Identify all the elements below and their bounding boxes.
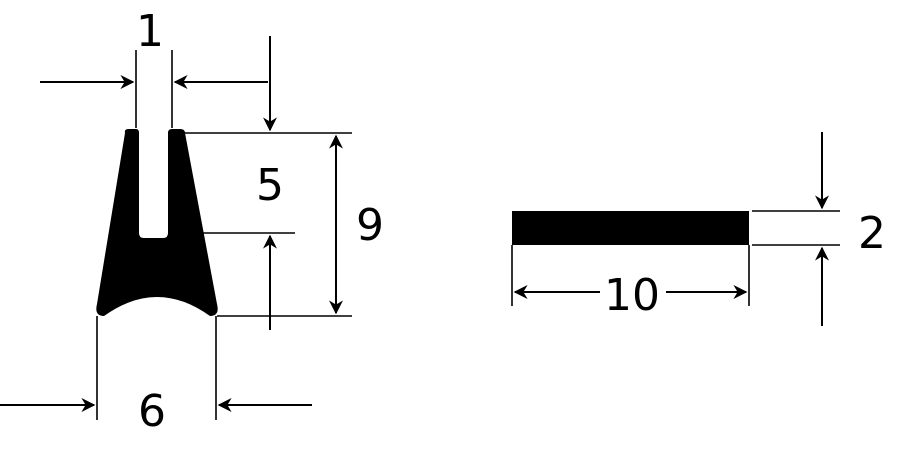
- flat-strip-shape: [512, 211, 749, 245]
- u-profile-shape: [96, 129, 218, 316]
- dim-label-slot-width: 1: [136, 6, 164, 57]
- flat-strip-view: 10 2: [511, 132, 886, 326]
- dim-label-length: 10: [604, 270, 660, 321]
- dim-label-base-width: 6: [138, 386, 166, 437]
- u-profile-view: 1 5 9 6: [0, 6, 384, 437]
- dim-label-height: 9: [356, 200, 384, 251]
- dim-label-thickness: 2: [858, 208, 886, 259]
- dim-label-slot-depth: 5: [256, 160, 284, 211]
